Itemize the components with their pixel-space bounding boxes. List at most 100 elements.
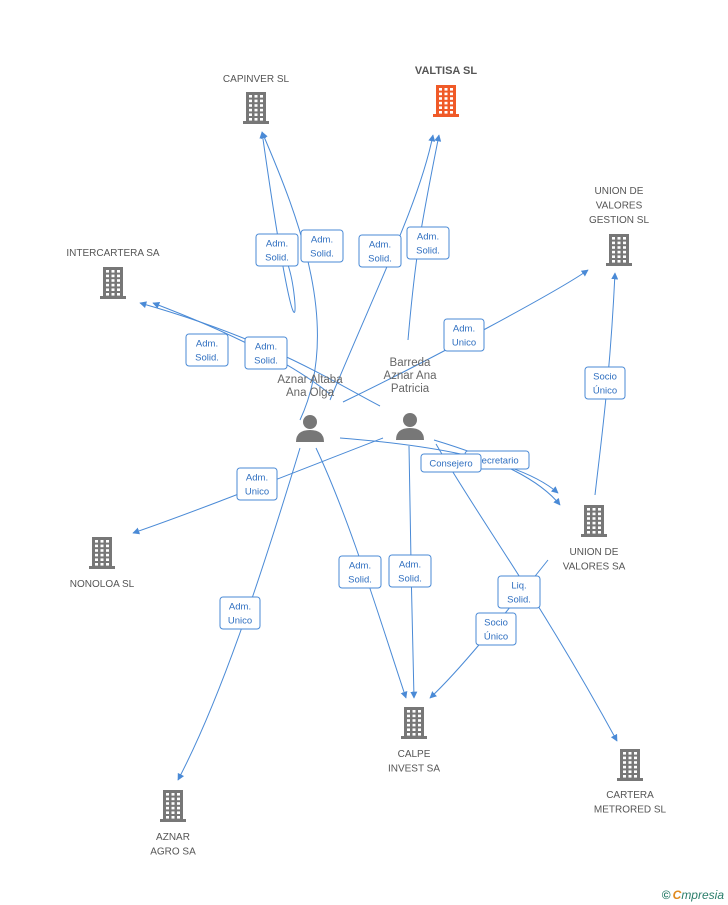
node-union-gestion[interactable]: UNION DE VALORES GESTION SL [589,186,649,266]
relation-label: Adm. Unico [219,596,261,630]
relation-edge [594,272,619,496]
relation-label-text: Adm. [311,235,333,246]
relation-edge [259,131,296,313]
relation-label-text: Adm. [255,342,277,353]
building-icon [401,707,427,739]
relation-edge [261,131,318,421]
relation-label-text: Solid. [348,575,372,586]
building-icon [89,537,115,569]
relation-label-text: Unico [245,487,269,498]
node-label: VALORES [596,201,643,212]
relation-label: Adm. Solid. [255,233,299,267]
node-cartera[interactable]: CARTERA METRORED SL [594,749,667,816]
relation-label: Adm. Solid. [244,336,288,370]
relation-label-text: Secretario [475,456,518,467]
relation-label-text: Adm. [453,324,475,335]
relation-label-text: Solid. [368,254,392,265]
copyright-icon: © [661,888,671,902]
node-label: UNION DE [595,186,644,197]
node-valtisa[interactable]: VALTISA SL [415,65,477,117]
relation-label-text: Socio [484,618,508,629]
node-label: AGRO SA [150,847,196,858]
relation-label: Adm. Solid. [338,555,382,589]
building-icon [433,85,459,117]
relation-label: Adm. Solid. [300,229,344,263]
relation-edge [435,443,618,742]
relation-label: Adm. Solid. [406,226,450,260]
person-icon [396,413,424,440]
relation-label-text: Adm. [417,232,439,243]
building-icon [160,790,186,822]
person-icon [296,415,324,442]
relation-edge [433,439,561,506]
relation-edge [342,269,589,403]
relation-label-text: Consejero [429,459,472,470]
relation-label-text: Adm. [246,473,268,484]
relation-label: Adm. Solid. [388,554,432,588]
relation-label: Liq.Solid. [497,575,541,609]
relation-label-text: Solid. [254,356,278,367]
brand-initial: C [672,888,682,902]
building-icon [617,749,643,781]
node-nonoloa[interactable]: NONOLOA SL [70,537,135,590]
node-label: VALTISA SL [415,65,477,77]
relation-edge [139,301,381,407]
node-label: INVEST SA [388,764,440,775]
relation-label-text: Adm. [399,560,421,571]
building-icon [100,267,126,299]
node-label: Aznar Ana [383,370,437,382]
node-label: Ana Olga [286,387,335,399]
relation-label-text: Único [484,632,508,643]
node-capinver[interactable]: CAPINVER SL [223,74,290,124]
relation-label-text: Unico [452,338,476,349]
relation-label: Adm. Solid. [358,234,402,268]
relation-label-text: Unico [228,616,252,627]
relation-label-text: Adm. [369,240,391,251]
relation-label-text: Solid. [398,574,422,585]
relation-label-text: Único [593,386,617,397]
relation-label-text: Adm. [349,561,371,572]
relation-label-text: Solid. [416,246,440,257]
building-icon [243,92,269,124]
relation-label: Adm. Unico [443,318,485,352]
edge-labels-layer: Adm. Solid. Adm. Solid. Adm. Solid. Adm. Solid.… [185,226,626,646]
relation-label-text: Solid. [195,353,219,364]
node-label: Patricia [391,383,430,395]
node-label: AZNAR [156,832,190,843]
nodes-layer: CAPINVER SL VALTISA SL UNION DE VALORES GEST… [66,65,666,858]
building-icon [606,234,632,266]
node-intercartera[interactable]: INTERCARTERA SA [66,248,160,299]
node-label: CARTERA [606,790,654,801]
node-label: GESTION SL [589,215,649,226]
node-label: UNION DE [570,547,619,558]
node-union-valores[interactable]: UNION DE VALORES SA [563,505,626,573]
building-icon [581,505,607,537]
relation-label-text: Liq. [511,581,526,592]
relation-label: Adm. Solid. [185,333,229,367]
relation-edge [177,447,301,781]
relation-label-text: Socio [593,372,617,383]
relation-label-text: Adm. [196,339,218,350]
node-label: INTERCARTERA SA [66,248,159,259]
node-label: Barreda [390,357,432,369]
node-label: METRORED SL [594,805,667,816]
relation-label: Consejero [420,453,482,473]
node-label: VALORES SA [563,562,626,573]
empresia-logo: ©Cmpresia [662,888,724,902]
relation-label: Adm. Unico [236,467,278,501]
relation-label-text: Adm. [266,239,288,250]
relation-label-text: Solid. [310,249,334,260]
node-label: CAPINVER SL [223,74,290,85]
node-label: CALPE [398,749,431,760]
relation-label-text: Adm. [229,602,251,613]
node-calpe[interactable]: CALPE INVEST SA [388,707,440,775]
node-label: Aznar Altaba [277,374,343,386]
relation-label-text: Solid. [265,253,289,264]
node-label: NONOLOA SL [70,579,135,590]
node-aznar-agro[interactable]: AZNAR AGRO SA [150,790,196,858]
